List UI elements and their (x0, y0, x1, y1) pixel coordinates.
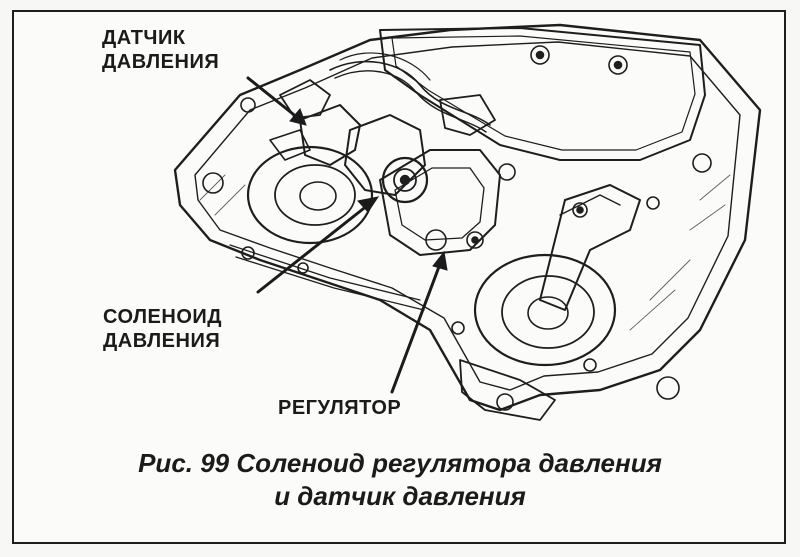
figure-frame (12, 10, 786, 544)
pressure-solenoid-label-line2: ДАВЛЕНИЯ (103, 330, 221, 352)
pressure-sensor-label-line2: ДАВЛЕНИЯ (102, 51, 220, 73)
pressure-sensor-label-line1: ДАТЧИК (102, 27, 186, 49)
figure-caption-line1: Рис. 99 Соленоид регулятора давления (138, 448, 662, 478)
pressure-sensor-label: ДАТЧИК ДАВЛЕНИЯ (102, 26, 219, 74)
regulator-label-text: РЕГУЛЯТОР (278, 397, 402, 419)
regulator-label: РЕГУЛЯТОР (278, 396, 401, 420)
figure-caption-line2: и датчик давления (274, 481, 526, 511)
pressure-solenoid-label: СОЛЕНОИД ДАВЛЕНИЯ (103, 305, 222, 353)
pressure-solenoid-label-line1: СОЛЕНОИД (103, 306, 222, 328)
